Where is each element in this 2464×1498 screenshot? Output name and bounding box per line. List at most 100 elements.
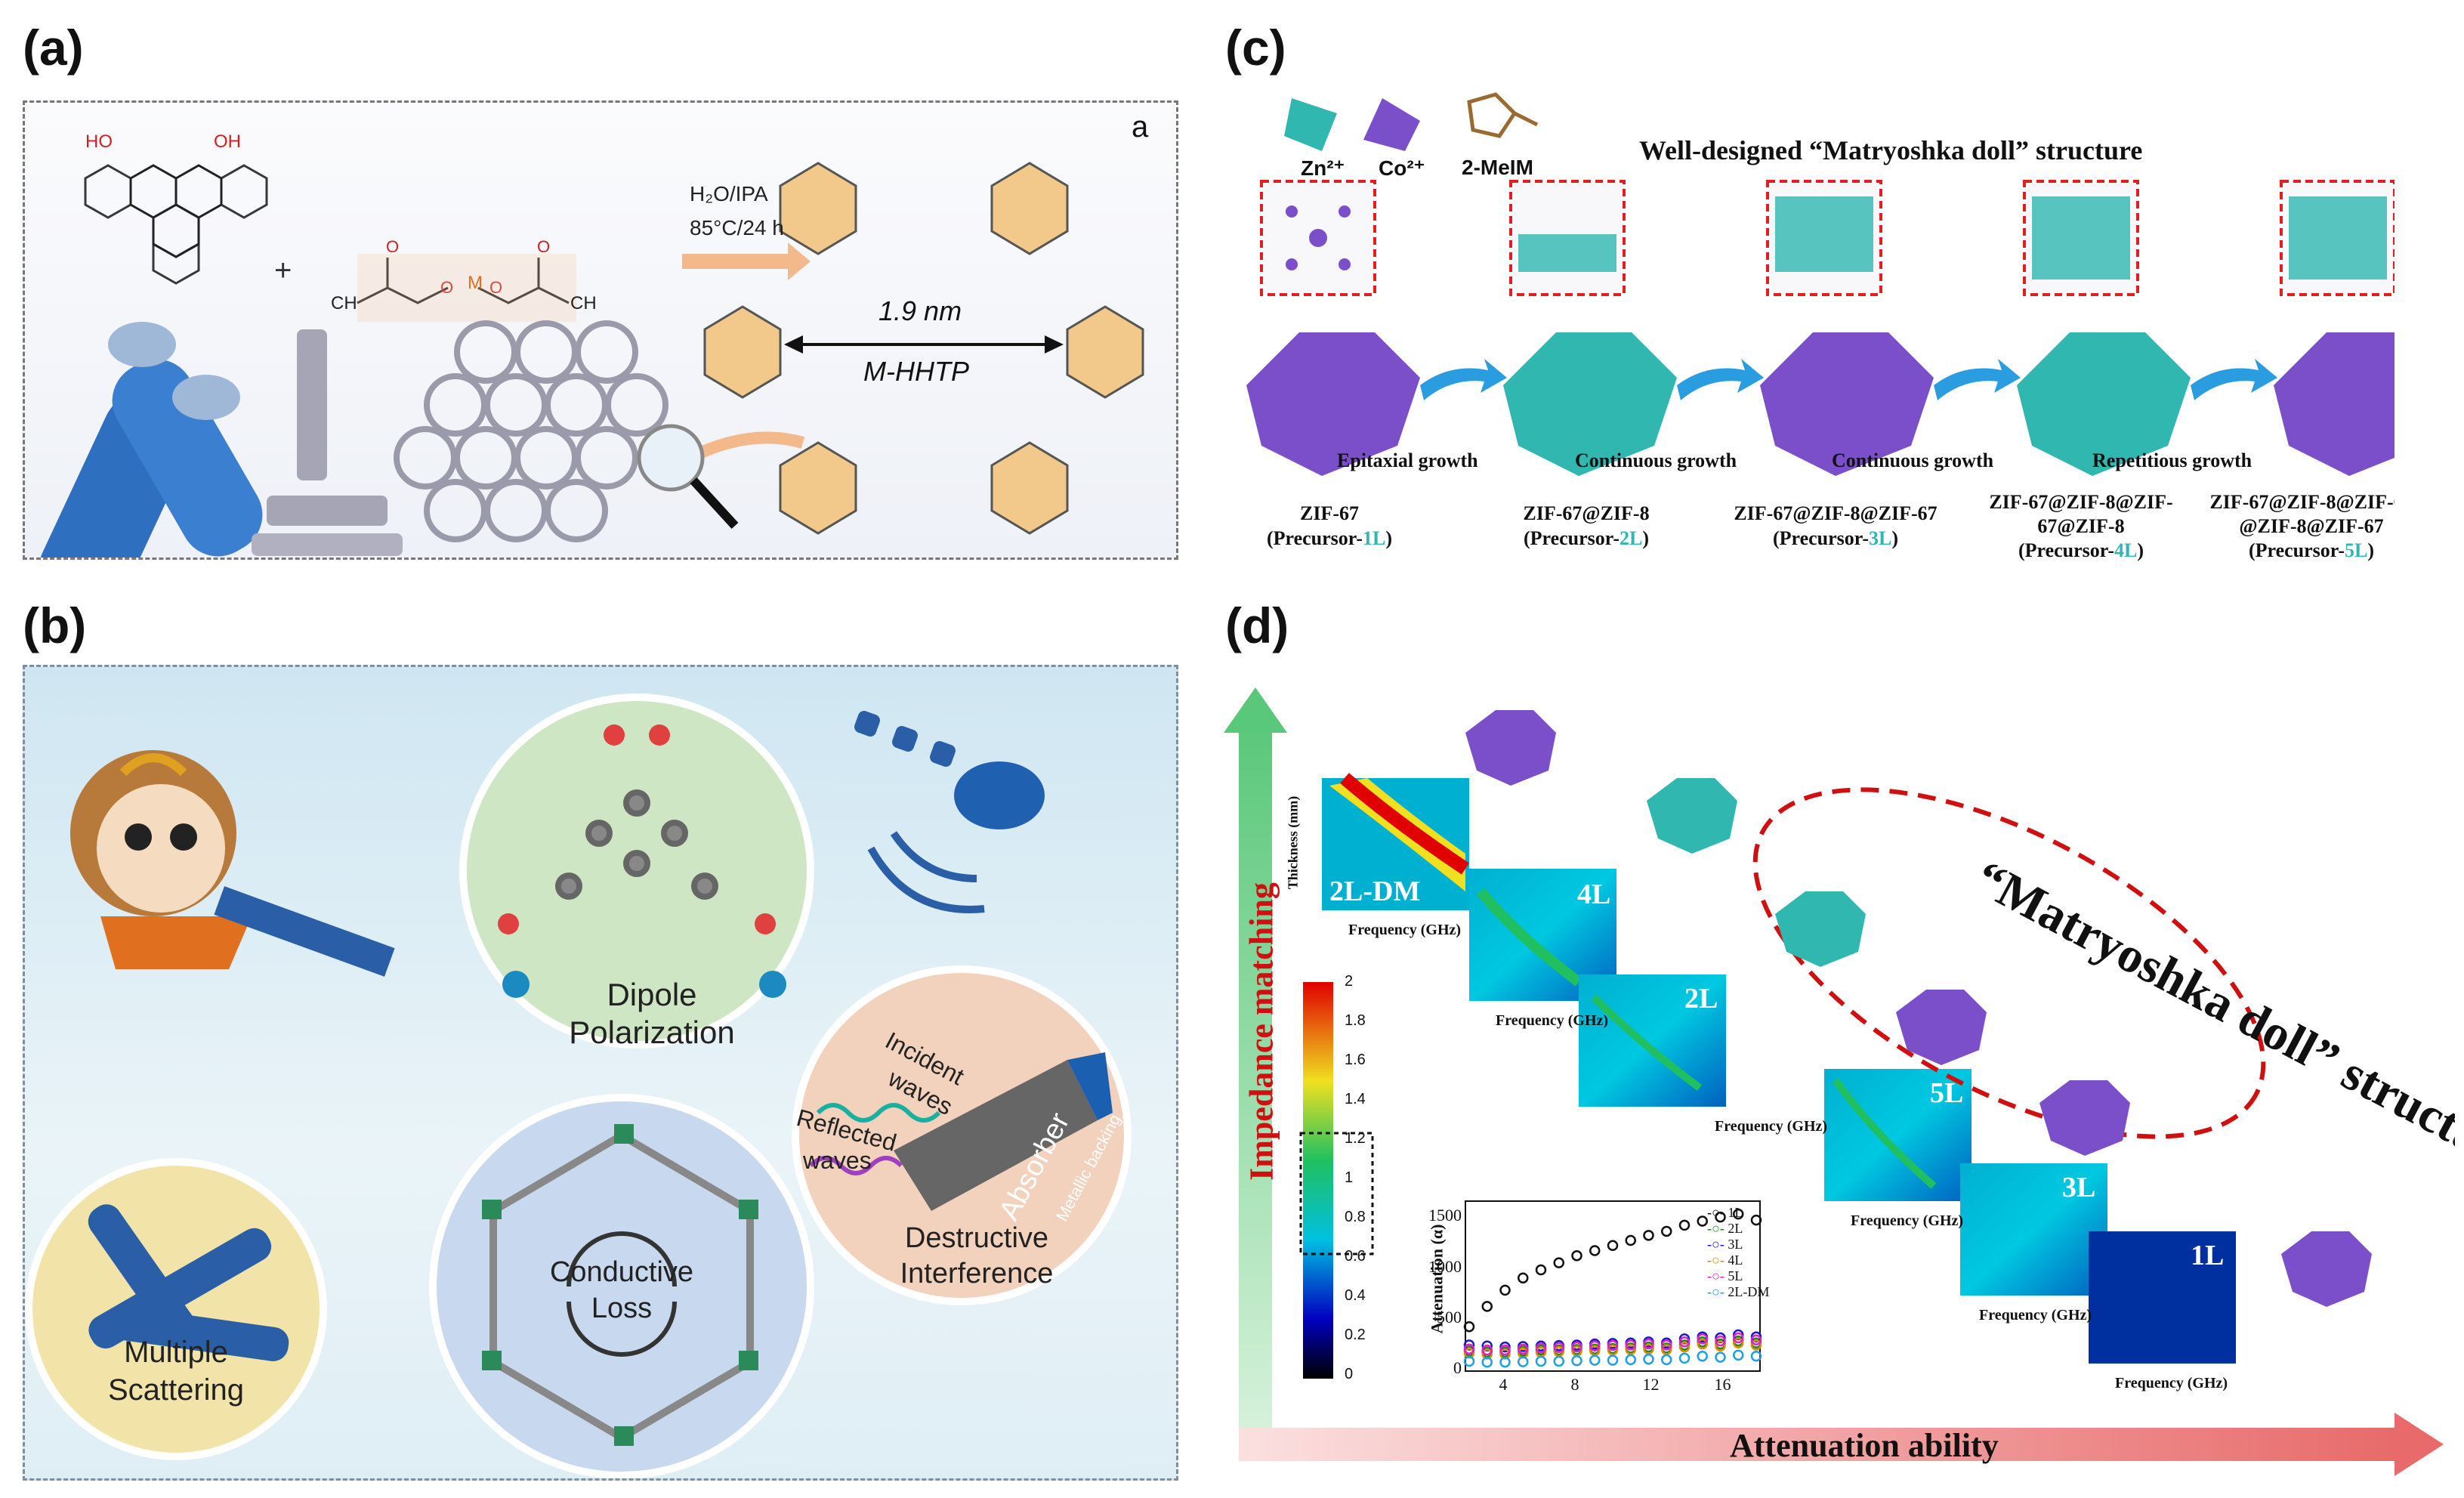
svg-text:O: O (386, 237, 399, 256)
panel-d-polyhedra (1465, 710, 2372, 1307)
att-legend-entry: -○- 3L (1707, 1237, 1743, 1252)
att-point-5L (1463, 1343, 1475, 1355)
dipole-label-1: Dipole (607, 977, 697, 1012)
att-point-4L (1643, 1343, 1654, 1355)
att-point-2L-DM (1571, 1355, 1582, 1367)
fiber-staff (214, 886, 395, 977)
hhtp-molecule (84, 164, 268, 285)
att-x-tick: 16 (1714, 1375, 1731, 1394)
freq-label-2: Frequency (GHz) (1496, 1012, 1609, 1029)
metal-label: M (468, 273, 483, 293)
att-point-4L (1697, 1338, 1708, 1350)
svg-text:O: O (489, 278, 502, 297)
ho-label-1: HO (85, 131, 113, 152)
arrow-label-1: Epitaxial growth (1337, 449, 1478, 471)
freq-label-5: Frequency (GHz) (1979, 1307, 2092, 1323)
att-point-4L (1661, 1344, 1672, 1355)
att-point-2L-DM (1733, 1349, 1744, 1361)
caption-3-line-1: ZIF-67@ZIF-8@ZIF-67 (1734, 502, 1938, 524)
honeycomb-sheet (394, 320, 668, 542)
att-legend-entry: -○- 4L (1707, 1252, 1743, 1268)
att-x-tick: 12 (1642, 1375, 1660, 1394)
multiple-label-2: Scattering (107, 1373, 245, 1407)
y-axis-title: Impedance matching (1243, 882, 1280, 1181)
att-point-4L (1678, 1341, 1691, 1353)
att-point-5L (1571, 1341, 1582, 1353)
att-point-2L-DM (1518, 1356, 1529, 1367)
att-point-1L (1661, 1225, 1672, 1237)
att-point-1L (1535, 1264, 1547, 1276)
att-point-1L (1499, 1284, 1511, 1296)
att-point-5L (1589, 1340, 1601, 1352)
cbar-tick-9: 0.2 (1345, 1327, 1366, 1343)
att-point-1L (1715, 1211, 1726, 1223)
map-label-4l: 4L (1577, 879, 1611, 910)
att-y-tick: 0 (1453, 1358, 1462, 1377)
att-point-1L (1571, 1249, 1582, 1262)
att-point-2L-DM (1715, 1351, 1726, 1363)
freq-label-1: Frequency (GHz) (1348, 922, 1462, 938)
meim-legend: 2-MeIM (1462, 156, 1533, 179)
caption-1-line-2: (Precursor-1L) (1266, 527, 1393, 549)
att-legend-entry: -○- 2L-DM (1707, 1284, 1770, 1299)
reflected-label-2: waves (803, 1147, 872, 1174)
map-label-2l: 2L (1684, 983, 1718, 1015)
panel-c-art (1246, 92, 2395, 476)
att-point-5L (1481, 1344, 1493, 1356)
panel-c: Zn²⁺ Co²⁺ 2-MeIM Well-designed “Matryosh… (1216, 83, 2395, 574)
map-label-5l: 5L (1930, 1077, 1964, 1109)
att-legend-entry: -○- 1L (1707, 1205, 1743, 1220)
map-label-3l: 3L (2062, 1172, 2096, 1203)
att-x-tick: 8 (1570, 1375, 1579, 1394)
att-point-2L-DM (1535, 1355, 1547, 1367)
co-legend: Co²⁺ (1379, 156, 1425, 180)
attenuation-arrow (1239, 1428, 2402, 1461)
conditions-line-2: 85°C/24 h (690, 216, 784, 239)
cbar-tick-0: 2 (1345, 973, 1354, 990)
att-point-2L-DM (1661, 1354, 1672, 1366)
cbar-tick-8: 0.4 (1345, 1287, 1366, 1304)
att-point-1L (1481, 1301, 1493, 1312)
metal-acetate: O O O O (357, 237, 570, 304)
ch3-label-right: CH (570, 293, 597, 313)
att-point-5L (1661, 1339, 1672, 1351)
att-point-1L (1733, 1208, 1744, 1220)
monkey-character (70, 750, 252, 969)
att-legend-entry: -○- 5L (1707, 1268, 1743, 1283)
att-y-tick: 1000 (1428, 1256, 1462, 1276)
att-point-4L (1607, 1344, 1619, 1356)
att-point-1L (1553, 1257, 1564, 1268)
conductive-label-1: Conductive (549, 1256, 694, 1288)
caption-5-line-1b: @ZIF-8@ZIF-67 (2239, 515, 2384, 537)
svg-text:O: O (537, 237, 550, 256)
caption-1-line-1: ZIF-67 (1300, 502, 1359, 524)
panel-label-c: (c) (1225, 20, 1286, 76)
att-point-4L (1750, 1339, 1762, 1351)
att-point-2L-DM (1607, 1354, 1619, 1366)
panel-d: 2 1.8 1.6 1.4 1.2 1 0.8 0.6 0.4 0.2 0 Im… (1216, 665, 2455, 1488)
conductive-label-2: Loss (591, 1293, 653, 1324)
carbon-fibers (39, 322, 263, 558)
multiple-label-1: Multiple (124, 1336, 228, 1369)
att-point-5L (1518, 1343, 1529, 1355)
att-point-1L (1607, 1240, 1619, 1251)
dipole-label-2: Polarization (569, 1015, 735, 1050)
corner-letter-a: a (1132, 110, 1149, 144)
caption-5-line-2: (Precursor-5L) (2248, 539, 2375, 561)
freq-label-6: Frequency (GHz) (2115, 1375, 2228, 1391)
growth-arrows (1420, 359, 2277, 400)
att-point-2L-DM (1589, 1354, 1601, 1366)
cbar-tick-7: 0.6 (1345, 1248, 1366, 1265)
caption-2-line-2: (Precursor-2L) (1523, 527, 1650, 549)
caption-5-line-1: ZIF-67@ZIF-8@ZIF-67 (2209, 491, 2395, 513)
att-point-1L (1750, 1214, 1762, 1226)
co-shape (1363, 98, 1420, 151)
arrow-label-2: Continuous growth (1575, 449, 1737, 471)
att-point-1L (1643, 1230, 1654, 1241)
meim-molecule (1467, 92, 1539, 138)
caption-4-line-1b: 67@ZIF-8 (2037, 515, 2125, 537)
magnifier-icon (637, 424, 705, 492)
att-point-2L-DM (1750, 1350, 1762, 1362)
att-point-5L (1553, 1342, 1564, 1354)
rl-maps (1322, 773, 2236, 1364)
